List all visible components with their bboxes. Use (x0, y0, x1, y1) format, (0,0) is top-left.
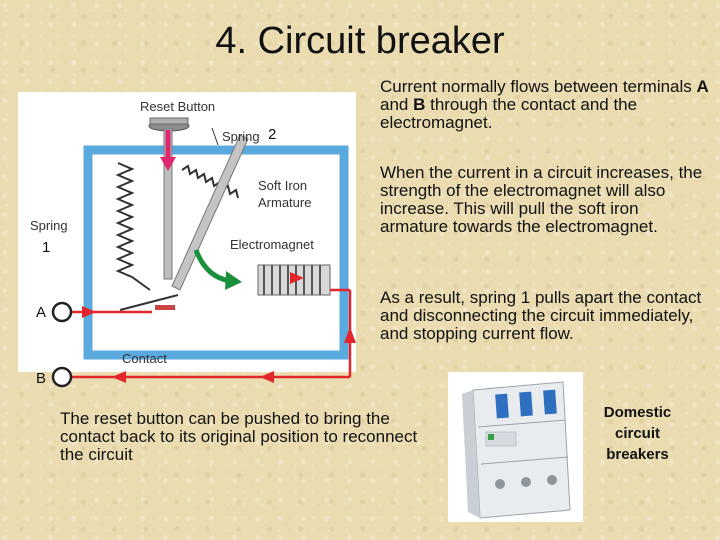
paragraph-spring-result: As a result, spring 1 pulls apart the co… (380, 288, 702, 343)
terminal-a-bold: A (696, 77, 709, 96)
slide-title: 4. Circuit breaker (215, 20, 505, 62)
label-soft-iron-1: Soft Iron (258, 178, 307, 193)
domestic-breakers-caption: Domestic circuit breakers (603, 404, 672, 463)
contact-arm (119, 294, 179, 311)
terminal-b (51, 366, 73, 388)
label-spring-2: Spring (222, 129, 260, 144)
label-soft-iron-2: Armature (258, 195, 311, 210)
diagram-background (18, 92, 356, 372)
spring-2 (181, 164, 239, 199)
paragraph-normal-flow: Current normally flows between terminals… (380, 77, 709, 132)
label-spring-2-number: 2 (268, 126, 276, 143)
label-electromagnet: Electromagnet (230, 237, 314, 252)
label-spring-1-number: 1 (42, 239, 50, 256)
label-spring-1: Spring (30, 218, 68, 233)
paragraph-current-increase: When the current in a circuit increases,… (380, 163, 703, 236)
spring-1 (115, 162, 151, 291)
reset-button-shape (148, 117, 190, 280)
label-terminal-b: B (36, 370, 46, 387)
terminal-b-bold: B (413, 95, 426, 114)
domestic-breaker-image (448, 372, 583, 522)
terminal-a (51, 301, 73, 323)
circuit-breaker-diagram: Reset Button Spring 2 Spring 1 Soft Iron… (18, 92, 356, 388)
label-terminal-a: A (36, 304, 46, 321)
label-contact: Contact (122, 351, 167, 366)
soft-iron-armature (171, 134, 249, 291)
paragraph-reset: The reset button can be pushed to bring … (60, 409, 418, 464)
housing-frame (83, 145, 349, 360)
label-reset-button: Reset Button (140, 99, 215, 114)
